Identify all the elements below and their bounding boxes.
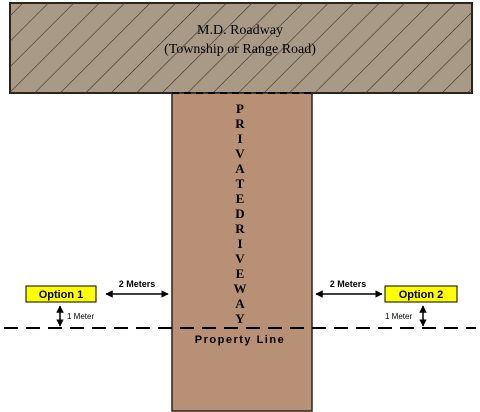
option-1-box: [25, 285, 97, 303]
driveway-surface: [171, 92, 313, 412]
option-2-label: Option 2: [399, 289, 444, 301]
option-2-offset-label: 1 Meter: [385, 312, 412, 321]
roadway-title: M.D. Roadway: [197, 23, 283, 38]
option-1: Option 1 2 Meters 1 Meter: [25, 279, 169, 327]
option-1-distance-label: 2 Meters: [119, 279, 156, 289]
property-line-label: Property Line: [195, 334, 285, 346]
option-1-label: Option 1: [39, 289, 84, 301]
roadway-subtitle: (Township or Range Road): [164, 42, 316, 57]
roadway-hatching: [10, 3, 472, 93]
property-line: Property Line: [4, 327, 476, 346]
option-1-offset-label: 1 Meter: [67, 312, 94, 321]
option-2-box: [384, 285, 458, 303]
option-2: Option 2 2 Meters 1 Meter: [315, 279, 458, 327]
option-2-distance-label: 2 Meters: [330, 279, 367, 289]
roadway: M.D. Roadway (Township or Range Road): [9, 2, 473, 94]
